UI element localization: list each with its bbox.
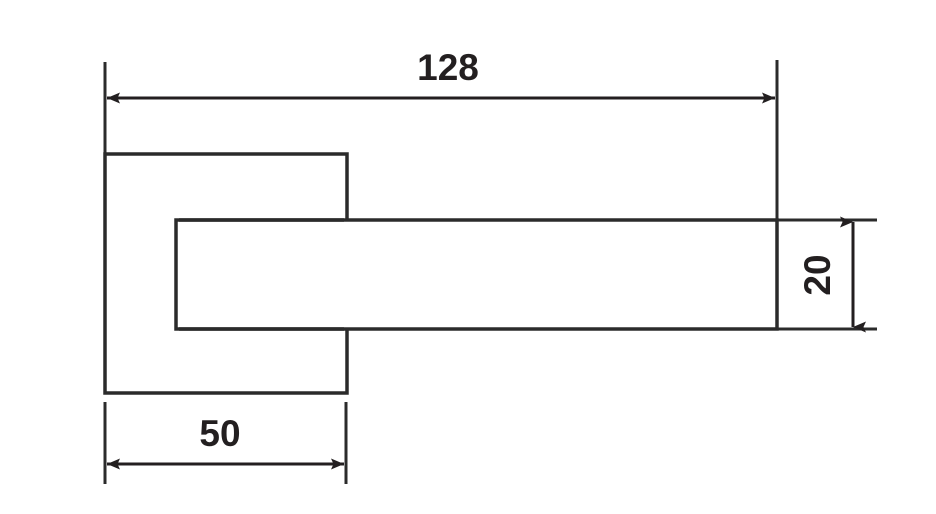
dimension-label-20: 20 xyxy=(797,254,838,295)
part-outline xyxy=(103,152,779,395)
dimension-label-50: 50 xyxy=(199,413,240,454)
dimension-bar-height: 20 xyxy=(760,216,877,333)
dimension-rosette-width: 50 xyxy=(103,402,348,484)
dimension-label-128: 128 xyxy=(417,47,479,88)
dimension-overall-length: 128 xyxy=(103,47,779,222)
lever-bar xyxy=(174,218,779,331)
